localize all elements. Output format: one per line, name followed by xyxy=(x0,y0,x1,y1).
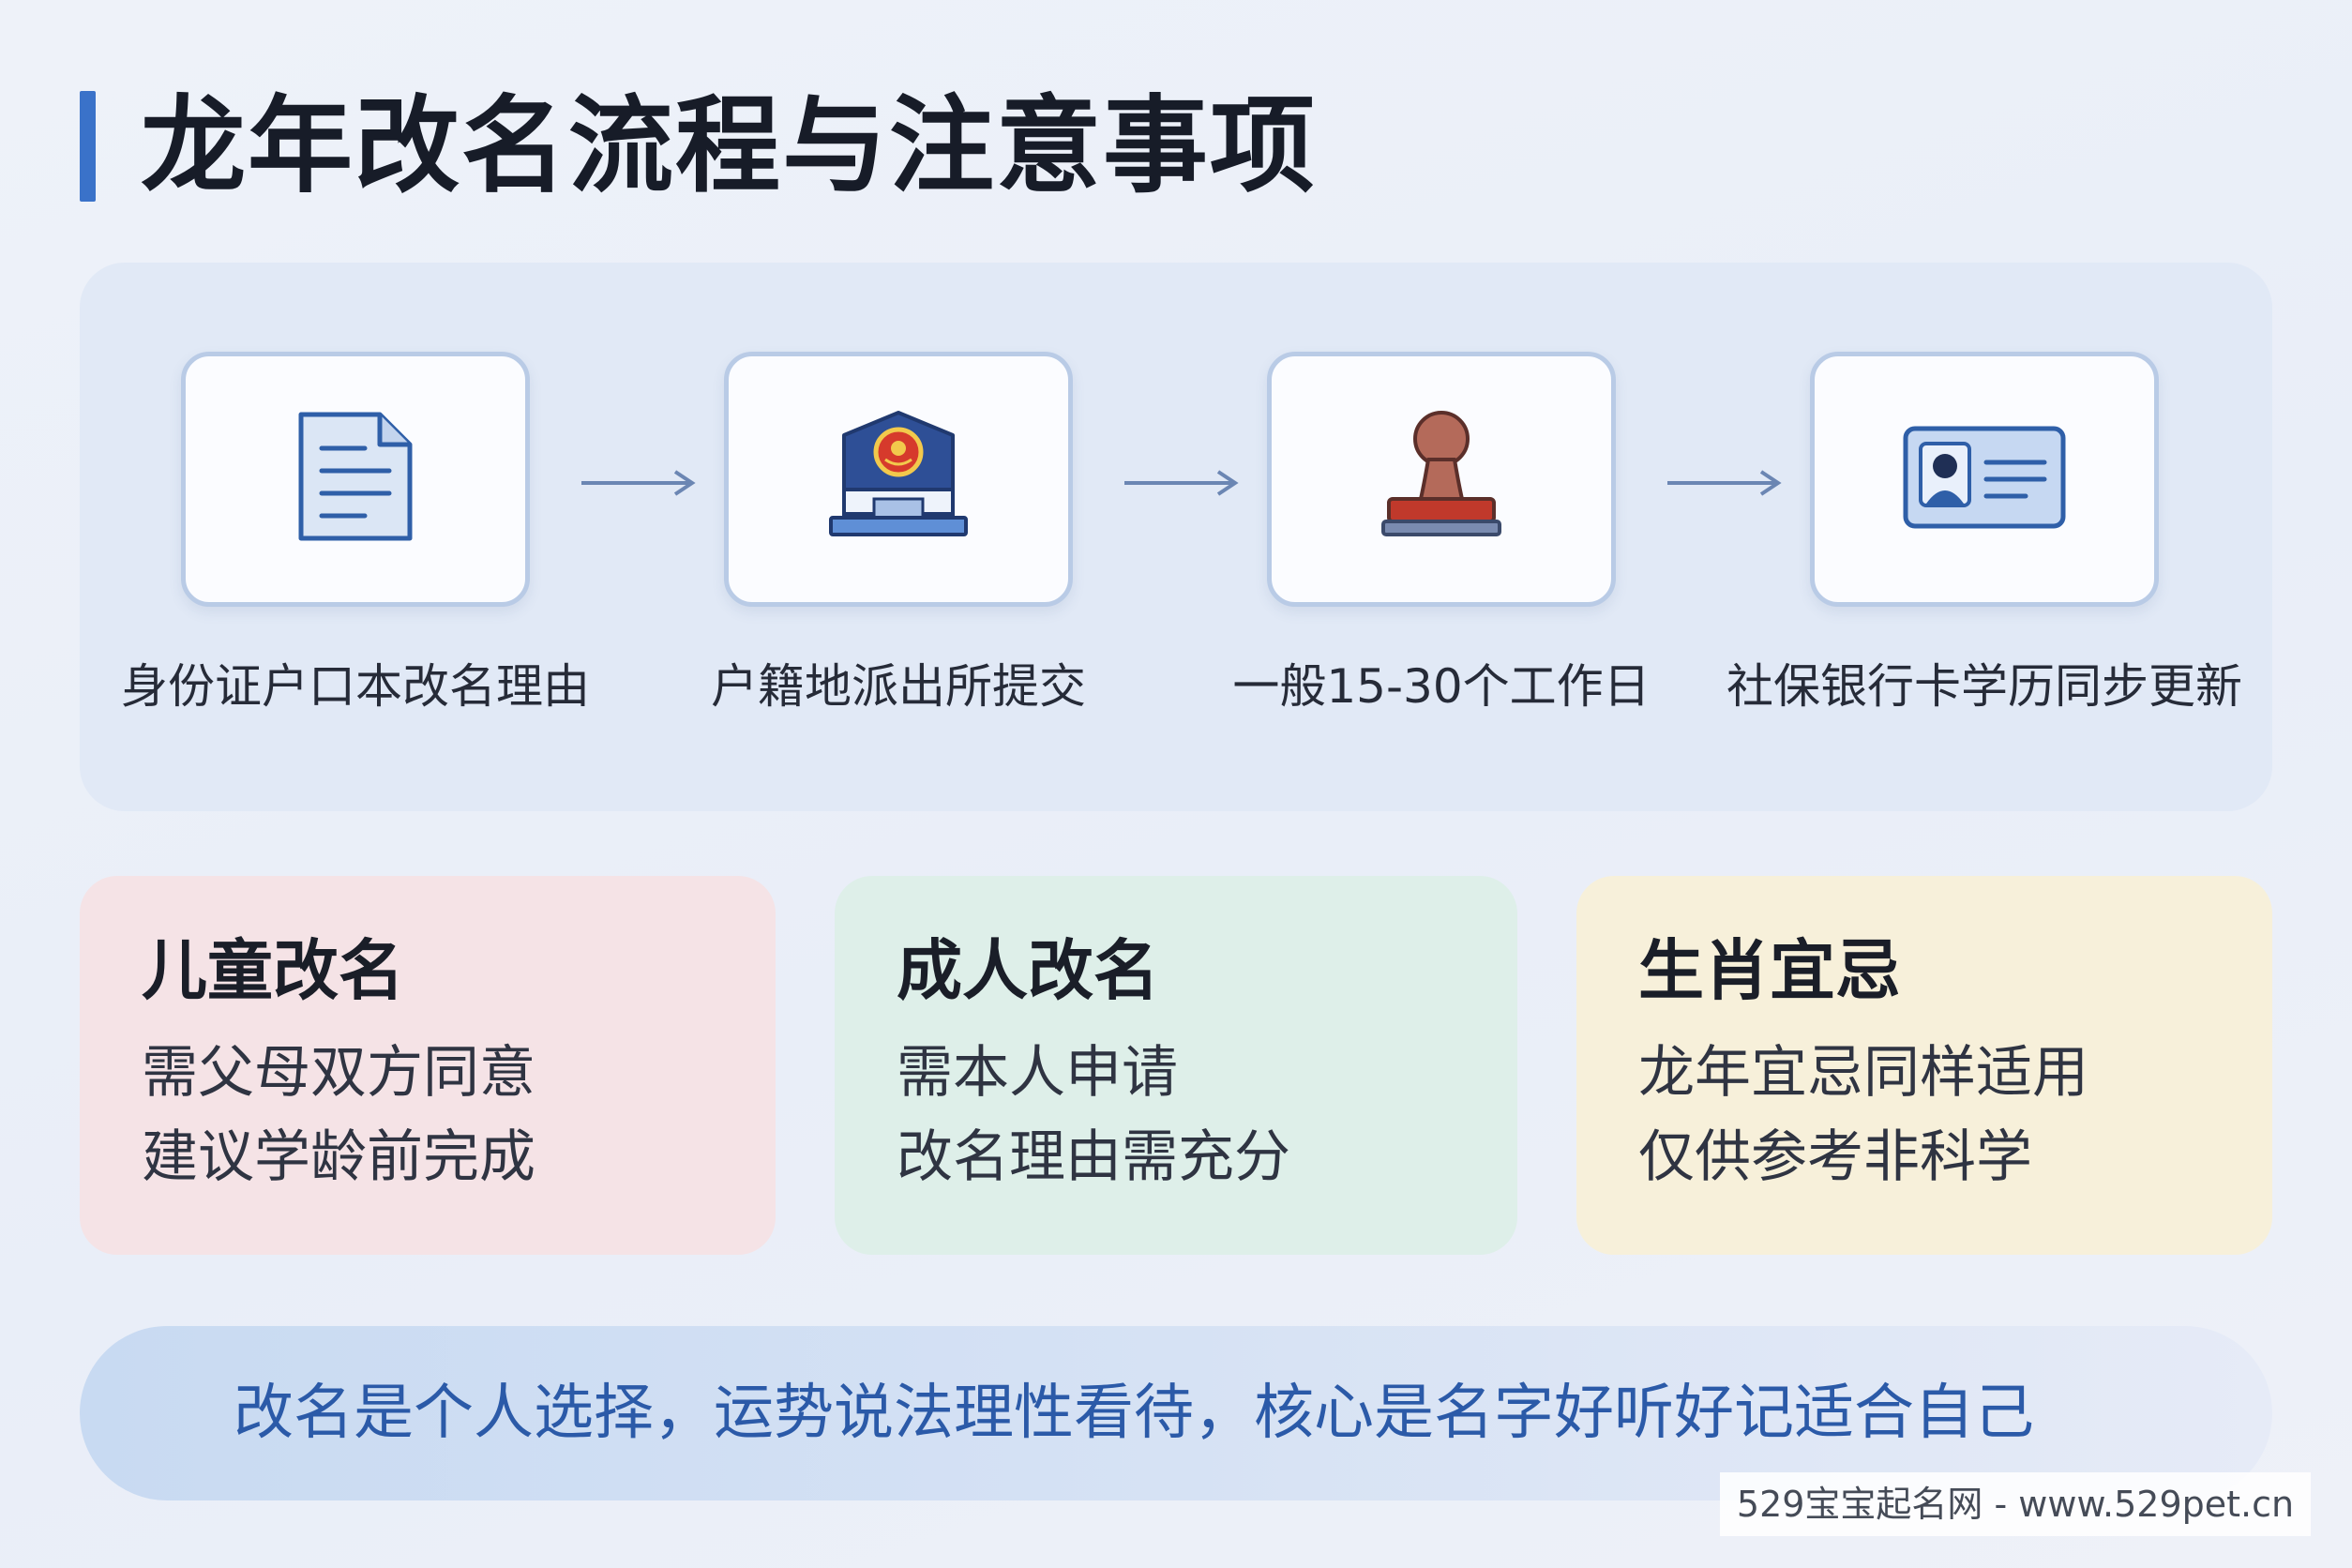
card-zodiac: 生肖宜忌 龙年宜忌同样适用 仅供参考非科学 xyxy=(1576,876,2272,1255)
card-line: 龙年宜忌同样适用 xyxy=(1638,1040,2088,1106)
process-panel: 身份证户口本改名理由 户籍地派出所提交 xyxy=(80,263,2272,811)
title-accent-bar xyxy=(80,91,96,202)
card-line: 改名理由需充分 xyxy=(897,1124,1290,1190)
page-title: 龙年改名流程与注意事项 xyxy=(141,85,1317,207)
card-title: 儿童改名 xyxy=(142,932,404,1009)
card-adult-rename: 成人改名 需本人申请 改名理由需充分 xyxy=(835,876,1517,1255)
arrow-right-icon xyxy=(581,470,696,496)
step-card xyxy=(1810,352,2159,607)
note-text: 改名是个人选择，运势说法理性看待，核心是名字好听好记适合自己 xyxy=(234,1379,2034,1448)
note-banner: 改名是个人选择，运势说法理性看待，核心是名字好听好记适合自己 xyxy=(80,1326,2272,1500)
step-card xyxy=(1267,352,1616,607)
step-label: 户籍地派出所提交 xyxy=(711,659,1086,714)
step-card xyxy=(724,352,1073,607)
card-line: 仅供参考非科学 xyxy=(1638,1124,2032,1190)
arrow-right-icon xyxy=(1667,470,1782,496)
card-line: 需父母双方同意 xyxy=(142,1040,535,1106)
card-line: 建议学龄前完成 xyxy=(142,1124,535,1190)
watermark: 529宝宝起名网 - www.529pet.cn xyxy=(1720,1472,2311,1536)
card-title: 成人改名 xyxy=(897,932,1159,1009)
arrow-right-icon xyxy=(1124,470,1239,496)
step-label: 社保银行卡学历同步更新 xyxy=(1726,659,2242,714)
document-icon xyxy=(290,407,421,551)
stamp-icon xyxy=(1376,407,1507,551)
card-child-rename: 儿童改名 需父母双方同意 建议学龄前完成 xyxy=(80,876,776,1255)
card-line: 需本人申请 xyxy=(897,1040,1178,1106)
step-label: 身份证户口本改名理由 xyxy=(121,659,590,714)
step-card xyxy=(181,352,530,607)
police-station-icon xyxy=(823,407,973,551)
id-card-icon xyxy=(1902,425,2067,534)
card-title: 生肖宜忌 xyxy=(1638,932,1901,1009)
step-label: 一般15-30个工作日 xyxy=(1232,659,1651,714)
